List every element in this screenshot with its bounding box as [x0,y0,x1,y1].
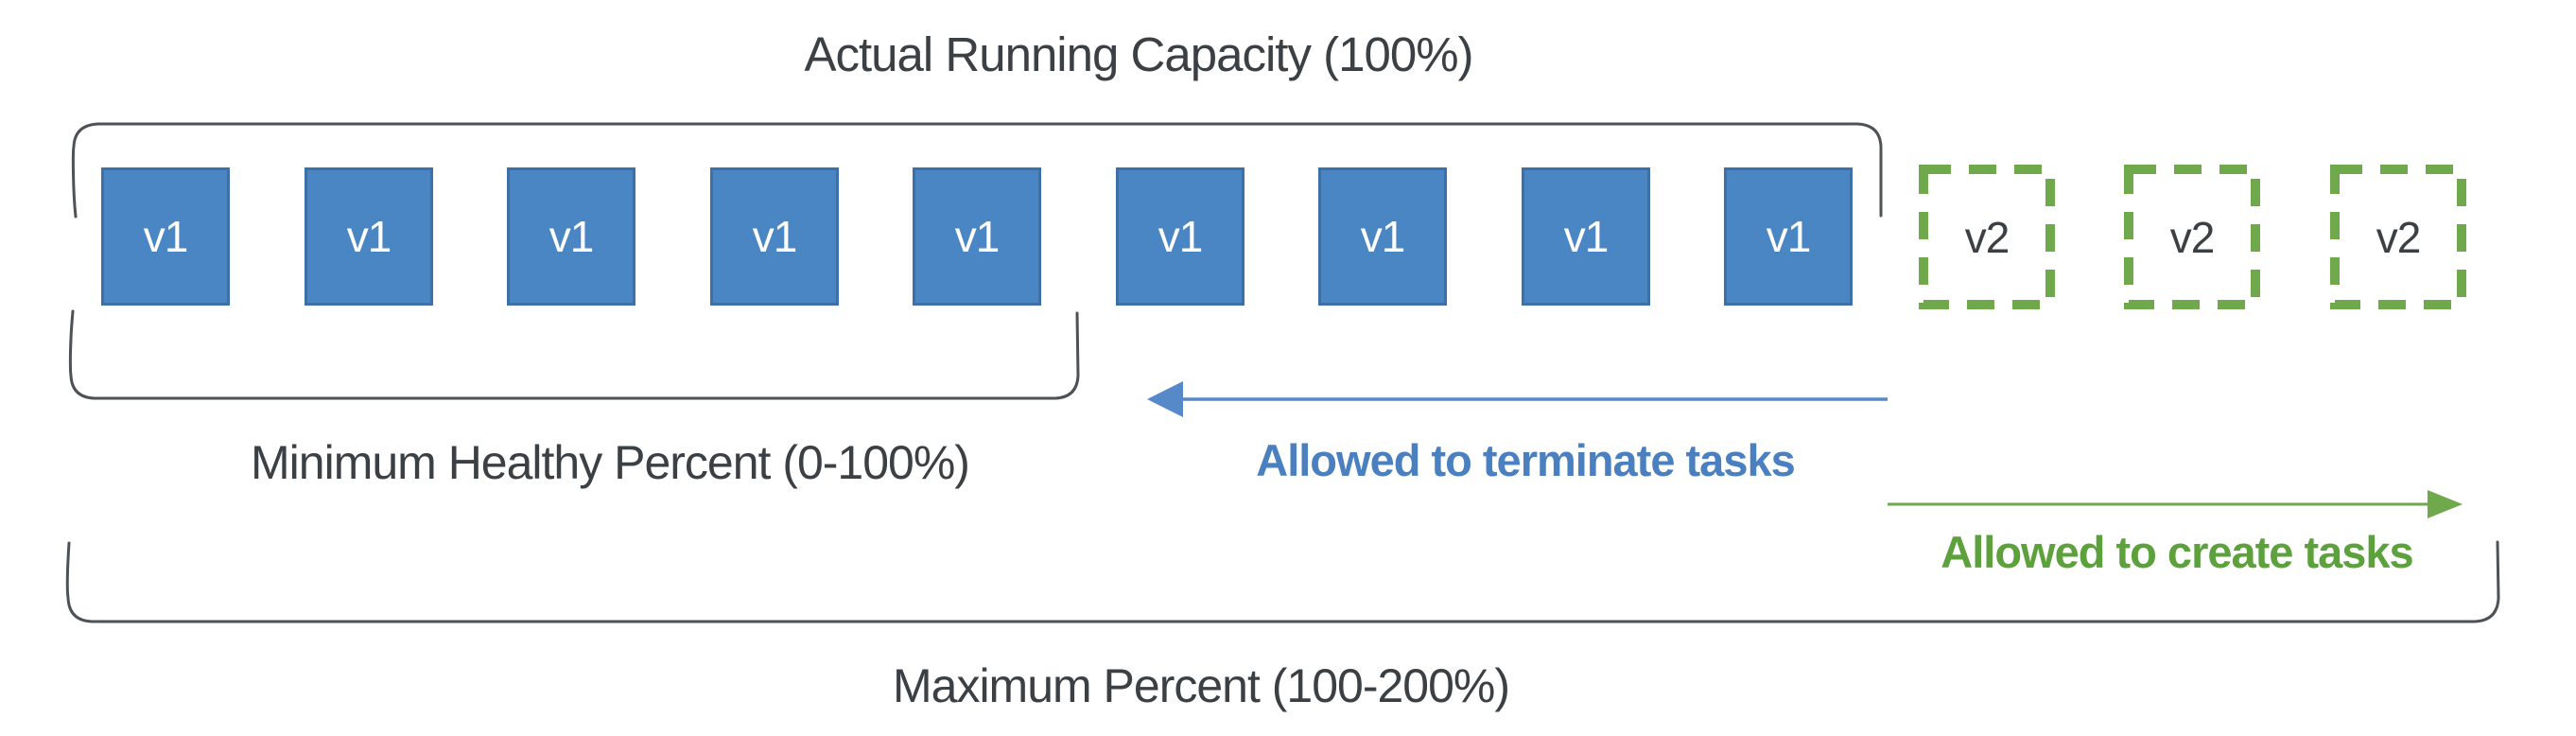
min-healthy-label: Minimum Healthy Percent (0-100%) [251,436,970,489]
task-v1-label: v1 [1360,212,1406,261]
task-v2: v2 [2330,165,2466,309]
actual-capacity-bracket [71,122,1883,219]
task-v1: v1 [101,167,230,306]
max-percent-bracket [65,540,2500,623]
max-percent-label: Maximum Percent (100-200%) [892,659,1510,712]
terminate-left-arrow-icon [1147,381,1888,417]
task-v1-label: v1 [1157,212,1204,261]
task-v1: v1 [1522,167,1650,306]
create-tasks-label: Allowed to create tasks [1941,527,2413,577]
task-v1-label: v1 [548,212,595,261]
task-v1: v1 [913,167,1041,306]
min-healthy-bracket [68,309,1080,400]
task-v1-label: v1 [143,212,189,261]
dashed-border-icon [2330,165,2466,309]
task-v1-label: v1 [954,212,1001,261]
task-v1-label: v1 [1563,212,1610,261]
dashed-border-icon [2124,165,2260,309]
task-v1-label: v1 [346,212,392,261]
create-right-arrow-icon [1888,490,2463,518]
dashed-border-icon [1919,165,2055,309]
task-v1: v1 [1116,167,1244,306]
task-v1-label: v1 [1766,212,1812,261]
task-v2: v2 [1919,165,2055,309]
task-v1: v1 [305,167,433,306]
actual-capacity-label: Actual Running Capacity (100%) [804,27,1473,81]
task-v1: v1 [710,167,839,306]
task-v1-label: v1 [752,212,798,261]
task-v2-label: v2 [1964,212,2010,262]
task-v2: v2 [2124,165,2260,309]
task-v1: v1 [1318,167,1447,306]
task-v2-label: v2 [2376,212,2422,262]
task-v1: v1 [1724,167,1853,306]
task-v2-label: v2 [2169,212,2216,262]
task-v1: v1 [507,167,635,306]
terminate-tasks-label: Allowed to terminate tasks [1256,435,1796,485]
